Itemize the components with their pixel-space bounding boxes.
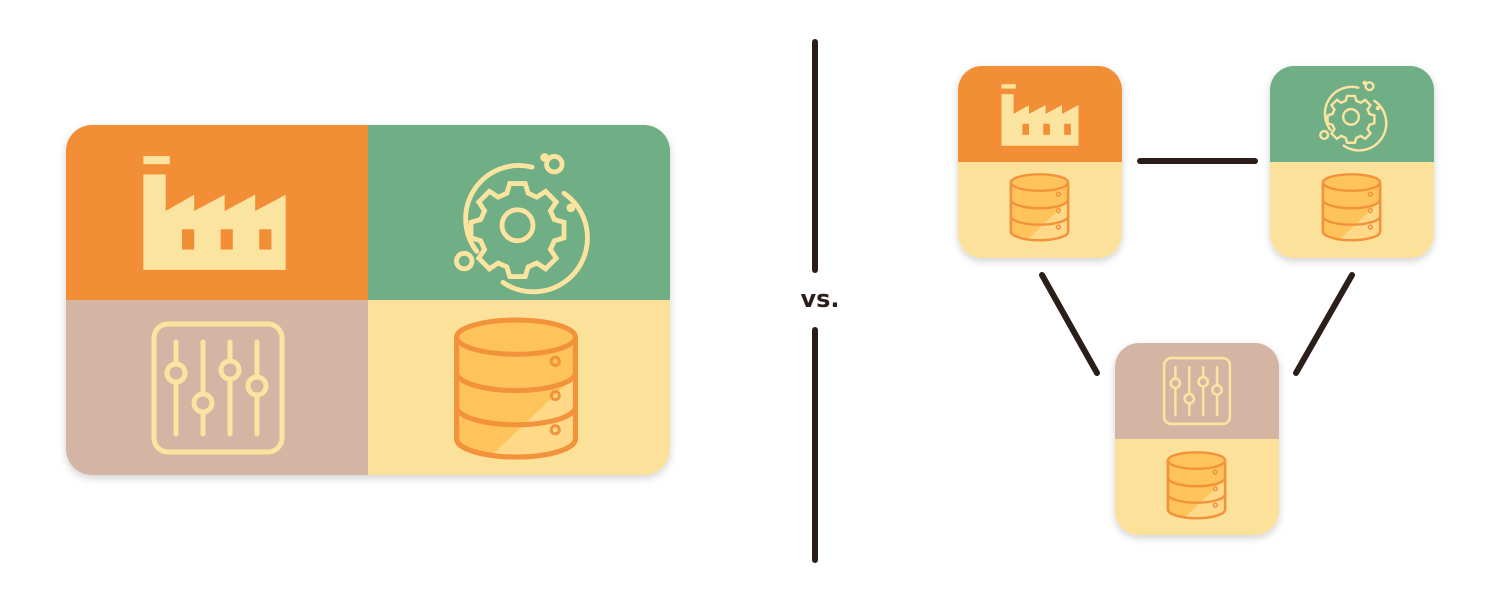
vs-label: vs. xyxy=(800,285,840,313)
service-node-gear xyxy=(1270,66,1434,258)
quadrant-gear-cycle xyxy=(368,125,670,300)
quadrant-controls xyxy=(66,300,368,475)
database-icon xyxy=(1009,173,1070,242)
database-icon xyxy=(1321,173,1382,242)
database-icon xyxy=(1166,451,1227,520)
connector-gear-controls xyxy=(1293,272,1355,376)
database-icon xyxy=(457,320,576,457)
connector-factory-controls xyxy=(1039,272,1100,376)
